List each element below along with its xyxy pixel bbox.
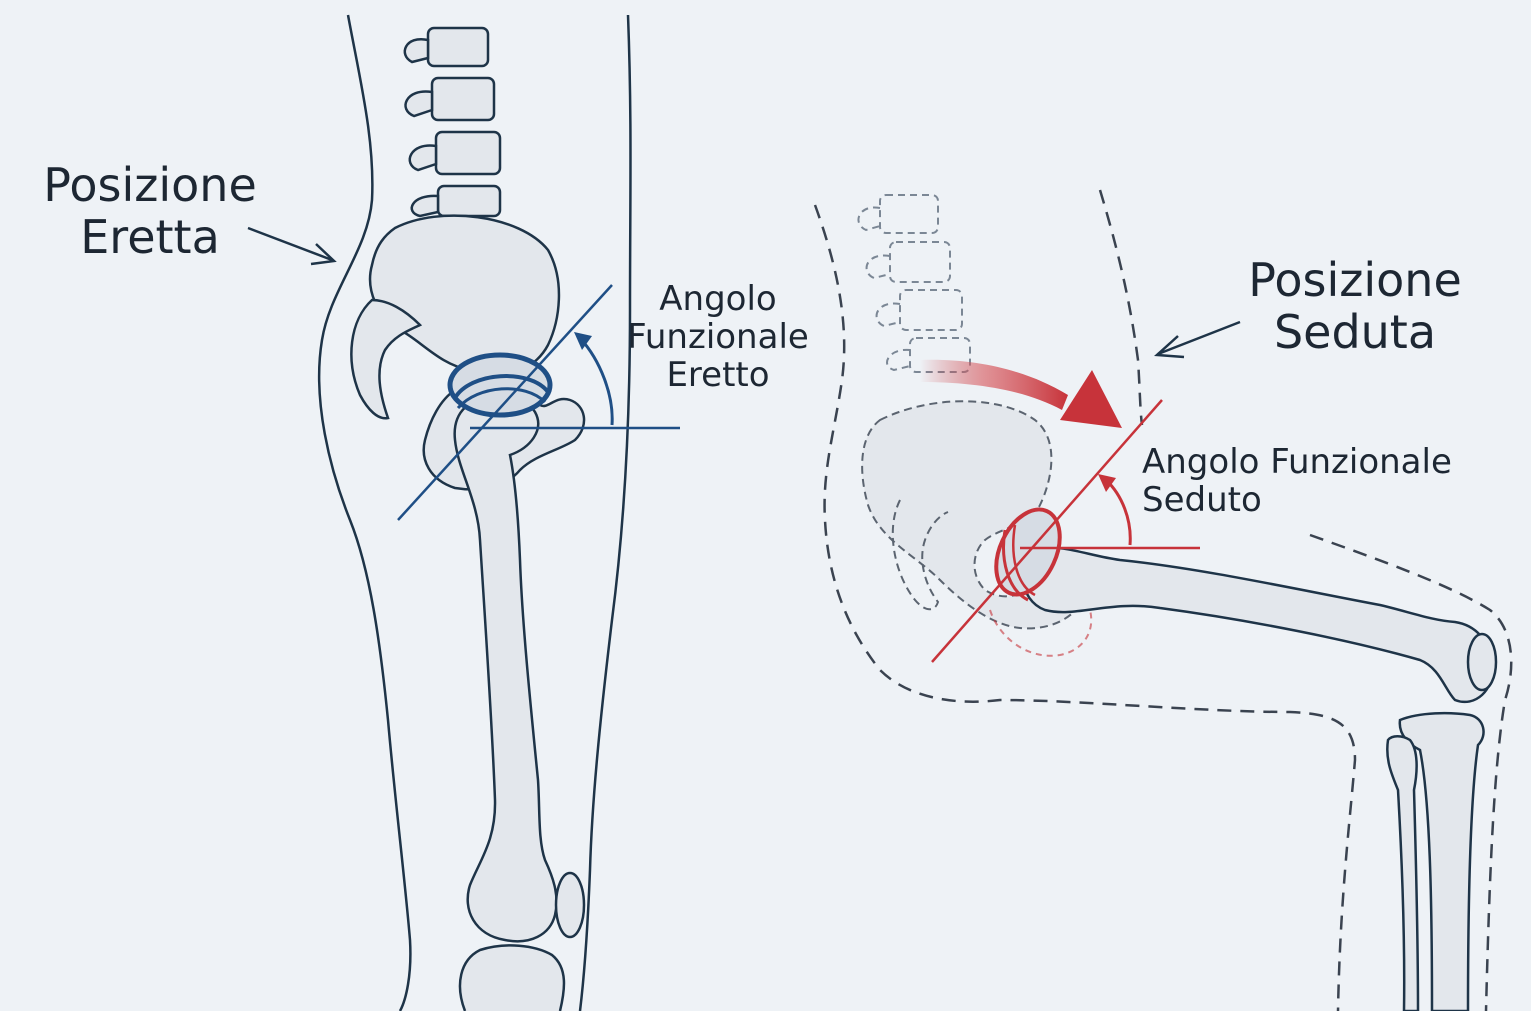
seated-position-label: Posizione Seduta <box>1230 255 1480 358</box>
upright-hip-joint <box>450 355 550 415</box>
seated-position-label-line2: Seduta <box>1230 307 1480 359</box>
upright-femur <box>455 398 557 942</box>
upright-tibia <box>460 945 564 1011</box>
seated-fibula <box>1387 736 1418 1011</box>
seated-patella <box>1468 634 1496 690</box>
upright-figure <box>248 15 680 1011</box>
upright-body-outline-back <box>319 15 410 1011</box>
upright-angle-label-line2: Funzionale <box>612 318 824 356</box>
upright-angle-arc <box>580 338 612 425</box>
upright-angle-label: Angolo Funzionale Eretto <box>612 280 824 394</box>
upright-vertebrae <box>405 28 500 216</box>
upright-position-label: Posizione Eretta <box>30 160 270 263</box>
upright-patella <box>556 873 584 937</box>
upright-angle-label-line1: Angolo <box>612 280 824 318</box>
seated-vertebrae <box>858 195 970 372</box>
seated-angle-label-line1: Angolo Funzionale <box>1142 443 1452 481</box>
seated-position-label-line1: Posizione <box>1230 255 1480 307</box>
upright-body-outline-front <box>580 15 631 1011</box>
seated-label-pointer <box>1158 322 1240 354</box>
seated-pelvic-tilt-arrowhead <box>1060 370 1122 428</box>
upright-ischium <box>351 300 420 418</box>
seated-angle-label-line2: Seduto <box>1142 481 1452 519</box>
upright-position-label-line1: Posizione <box>30 160 270 212</box>
seated-angle-label: Angolo Funzionale Seduto <box>1142 443 1452 519</box>
seated-body-outline-front <box>1100 190 1142 425</box>
upright-angle-label-line3: Eretto <box>612 356 824 394</box>
seated-femur <box>1023 547 1492 701</box>
seated-angle-arc <box>1106 480 1130 545</box>
upright-position-label-line2: Eretta <box>30 212 270 264</box>
